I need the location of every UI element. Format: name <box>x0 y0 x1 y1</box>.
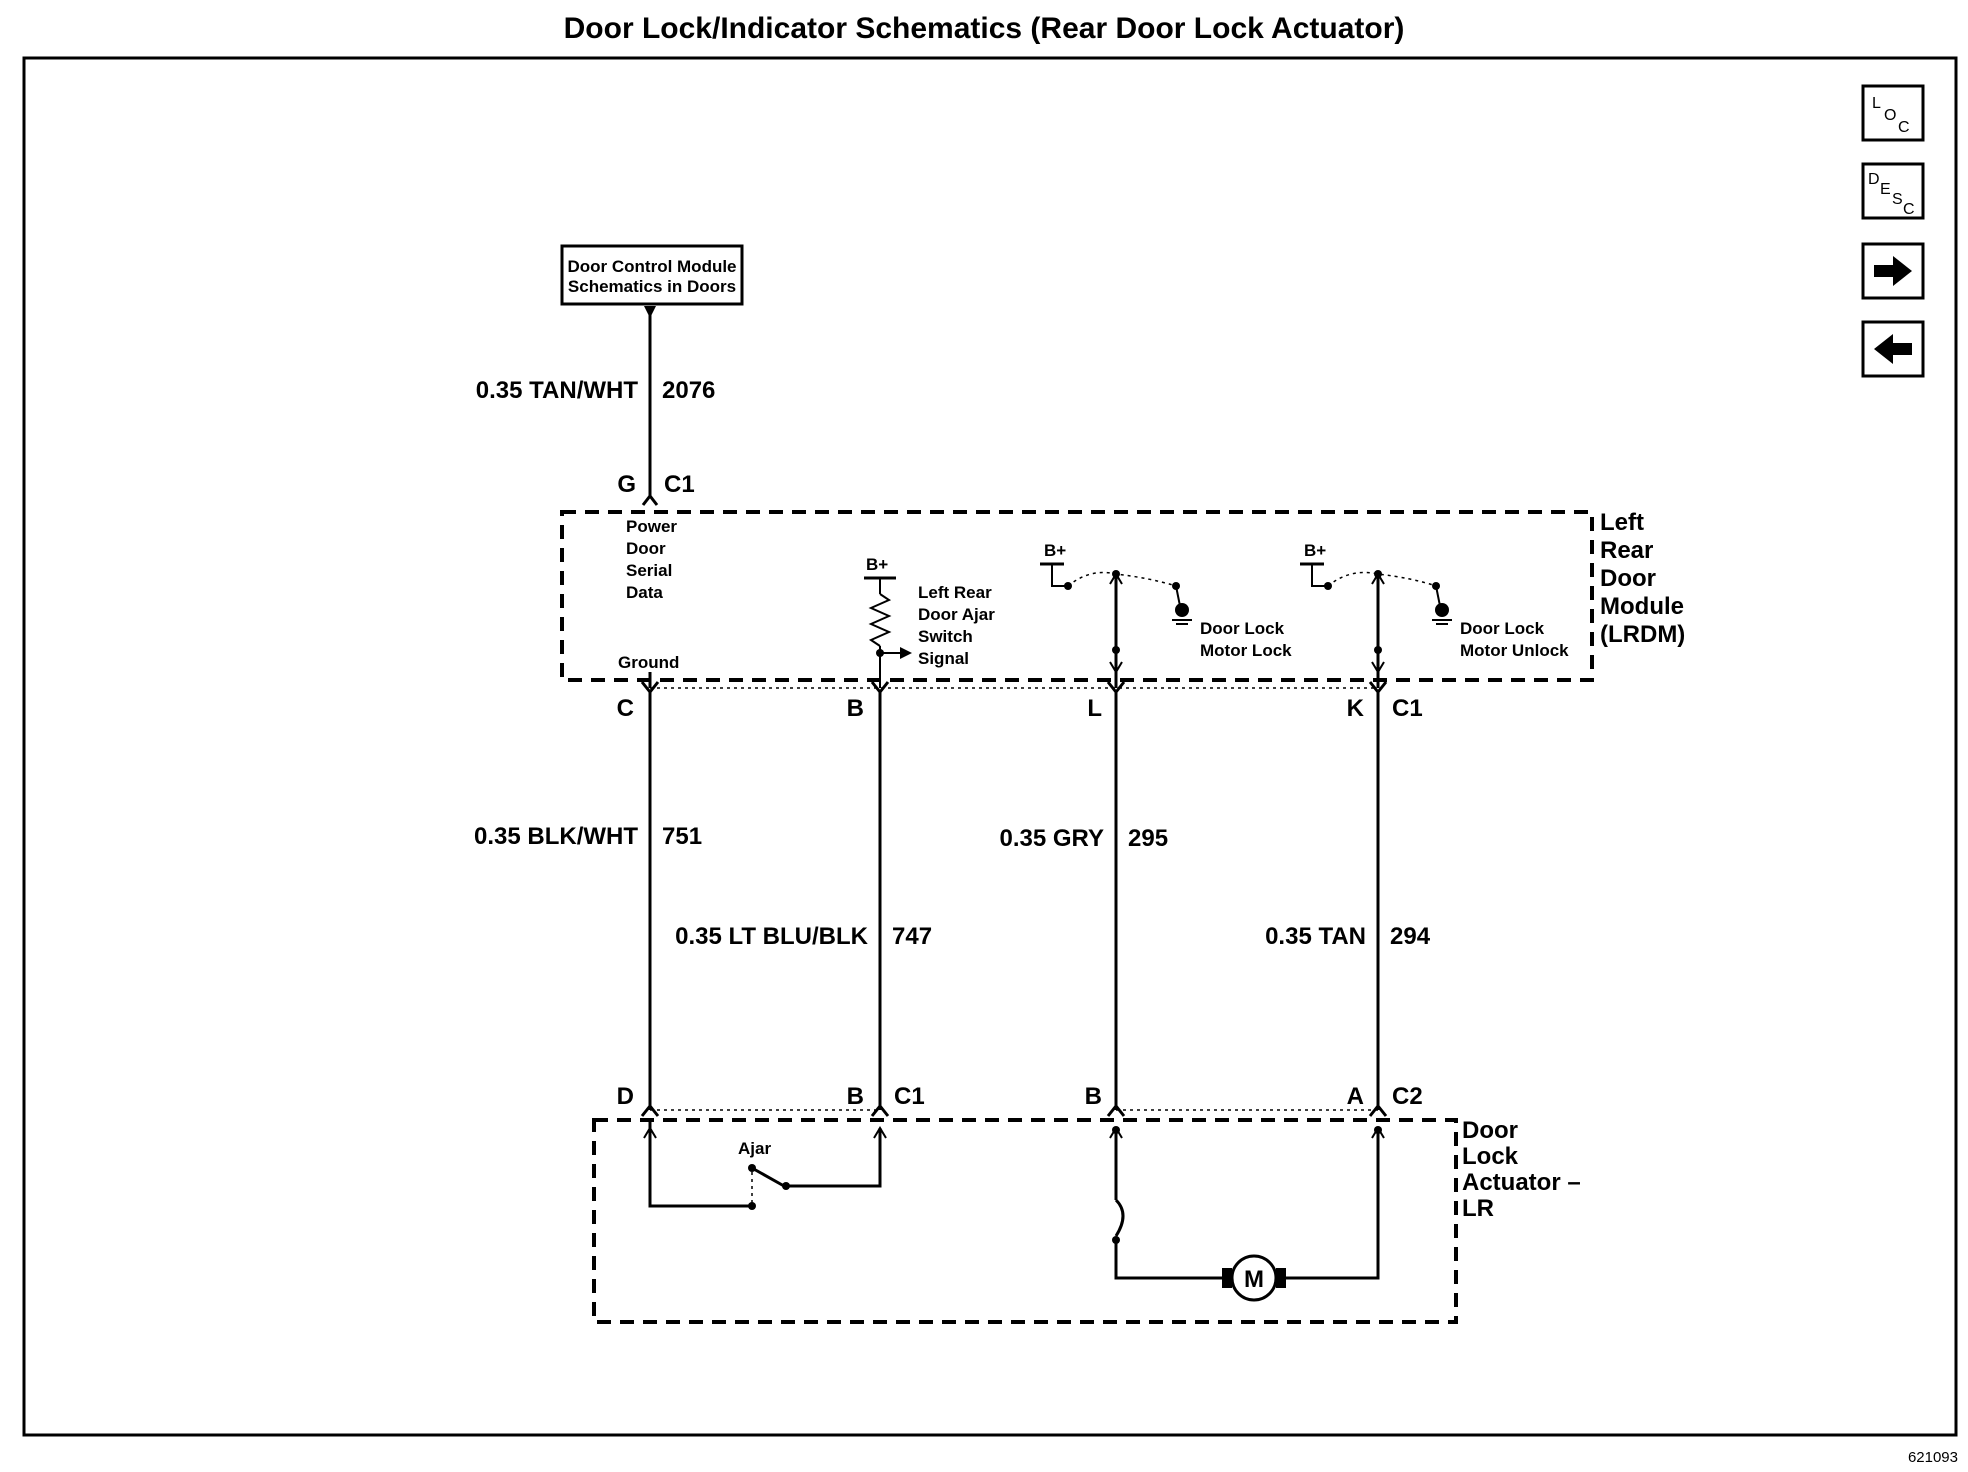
actuator-name: Door Lock Actuator – LR <box>1462 1117 1581 1222</box>
bplus-lock: B+ <box>1044 541 1066 560</box>
wire-751-circuit: 751 <box>662 823 702 850</box>
wire-2076-circuit: 2076 <box>662 377 715 404</box>
arrow-left-icon <box>1874 334 1912 364</box>
wire-295-circuit: 295 <box>1128 825 1168 852</box>
door-control-module-box[interactable]: Door Control Module Schematics in Doors <box>560 244 744 306</box>
svg-text:S: S <box>1892 191 1903 208</box>
desc-button[interactable]: D E S C <box>1861 162 1925 220</box>
wire-747-circuit: 747 <box>892 923 932 950</box>
svg-text:Motor Lock: Motor Lock <box>1200 641 1292 660</box>
serial-data-label: Power Door Serial Data <box>626 517 677 602</box>
actuator-outline <box>592 1118 1458 1324</box>
wire-2076-gauge-color: 0.35 TAN/WHT <box>476 377 639 404</box>
ajar-switch-circuit <box>648 1128 752 1208</box>
connector-c1-actuator: C1 <box>894 1083 925 1110</box>
lrdm-module-outline <box>560 510 1594 682</box>
svg-text:(LRDM): (LRDM) <box>1600 621 1685 648</box>
svg-text:Door: Door <box>626 539 666 558</box>
ajar-switch-blade <box>751 1166 785 1188</box>
svg-text:Door Lock: Door Lock <box>1200 619 1285 638</box>
pin-k: K <box>1347 695 1365 722</box>
svg-text:Door Control Module: Door Control Module <box>567 257 736 276</box>
pin-b-c2-actuator: B <box>1085 1083 1102 1110</box>
wire-751-gauge-color: 0.35 BLK/WHT <box>474 823 638 850</box>
svg-text:Lock: Lock <box>1462 1143 1519 1170</box>
loc-button[interactable]: L O C <box>1861 84 1925 142</box>
wire-294-circuit: 294 <box>1390 923 1431 950</box>
motor-left-brush <box>1222 1268 1232 1288</box>
page-title: Door Lock/Indicator Schematics (Rear Doo… <box>564 12 1405 45</box>
svg-text:D: D <box>1868 171 1880 188</box>
svg-text:Left Rear: Left Rear <box>918 583 992 602</box>
ground-label: Ground <box>618 653 679 672</box>
bplus-unlock: B+ <box>1304 541 1326 560</box>
svg-text:Data: Data <box>626 583 663 602</box>
signal-arrow-icon <box>900 647 912 659</box>
svg-text:E: E <box>1880 181 1891 198</box>
terminal-g <box>641 493 659 506</box>
svg-text:Door Lock: Door Lock <box>1460 619 1545 638</box>
pin-c: C <box>617 695 634 722</box>
ground-icon <box>1175 603 1189 617</box>
unlock-relay-arm <box>1327 571 1437 587</box>
wire-747-gauge-color: 0.35 LT BLU/BLK <box>675 923 869 950</box>
figure-id: 621093 <box>1908 1449 1958 1466</box>
svg-text:Rear: Rear <box>1600 537 1653 564</box>
connector-c2-actuator: C2 <box>1392 1083 1423 1110</box>
bplus-ajar: B+ <box>866 555 888 574</box>
svg-text:Actuator –: Actuator – <box>1462 1169 1581 1196</box>
svg-text:Left: Left <box>1600 509 1644 536</box>
svg-text:Switch: Switch <box>918 627 973 646</box>
svg-text:LR: LR <box>1462 1195 1494 1222</box>
diagram-frame <box>22 56 1958 1437</box>
svg-text:Door: Door <box>1462 1117 1518 1144</box>
wire-294-gauge-color: 0.35 TAN <box>1265 923 1366 950</box>
prev-page-button[interactable] <box>1861 320 1925 378</box>
connector-c1-top: C1 <box>664 471 695 498</box>
svg-text:Door: Door <box>1600 565 1656 592</box>
motor-right-brush <box>1276 1268 1286 1288</box>
next-page-button[interactable] <box>1861 242 1925 300</box>
svg-text:Schematics in Doors: Schematics in Doors <box>568 277 736 296</box>
wire-295-gauge-color: 0.35 GRY <box>1000 825 1105 852</box>
pin-a: A <box>1347 1083 1364 1110</box>
lrdm-name: Left Rear Door Module (LRDM) <box>1600 509 1685 648</box>
pin-g: G <box>617 471 636 498</box>
pin-b-lrdm: B <box>847 695 864 722</box>
svg-text:C: C <box>1898 119 1910 136</box>
motor-lock-label: Door Lock Motor Lock <box>1200 619 1292 660</box>
motor-label: M <box>1244 1266 1264 1293</box>
ajar-label: Ajar <box>738 1139 771 1158</box>
svg-text:Motor Unlock: Motor Unlock <box>1460 641 1569 660</box>
pin-l: L <box>1087 695 1102 722</box>
connector-c1-lrdm: C1 <box>1392 695 1423 722</box>
pin-b-c1-actuator: B <box>847 1083 864 1110</box>
svg-text:Serial: Serial <box>626 561 672 580</box>
svg-text:L: L <box>1872 95 1881 112</box>
svg-text:Signal: Signal <box>918 649 969 668</box>
svg-text:Module: Module <box>1600 593 1684 620</box>
circuit-breaker-icon <box>1114 1198 1125 1237</box>
svg-text:Power: Power <box>626 517 677 536</box>
svg-text:Door Ajar: Door Ajar <box>918 605 995 624</box>
ajar-signal-label: Left Rear Door Ajar Switch Signal <box>918 583 995 668</box>
motor-unlock-label: Door Lock Motor Unlock <box>1460 619 1569 660</box>
svg-text:C: C <box>1903 201 1915 218</box>
svg-text:O: O <box>1884 107 1896 124</box>
arrow-right-icon <box>1874 256 1912 286</box>
pin-d: D <box>617 1083 634 1110</box>
pullup-resistor <box>868 593 892 647</box>
